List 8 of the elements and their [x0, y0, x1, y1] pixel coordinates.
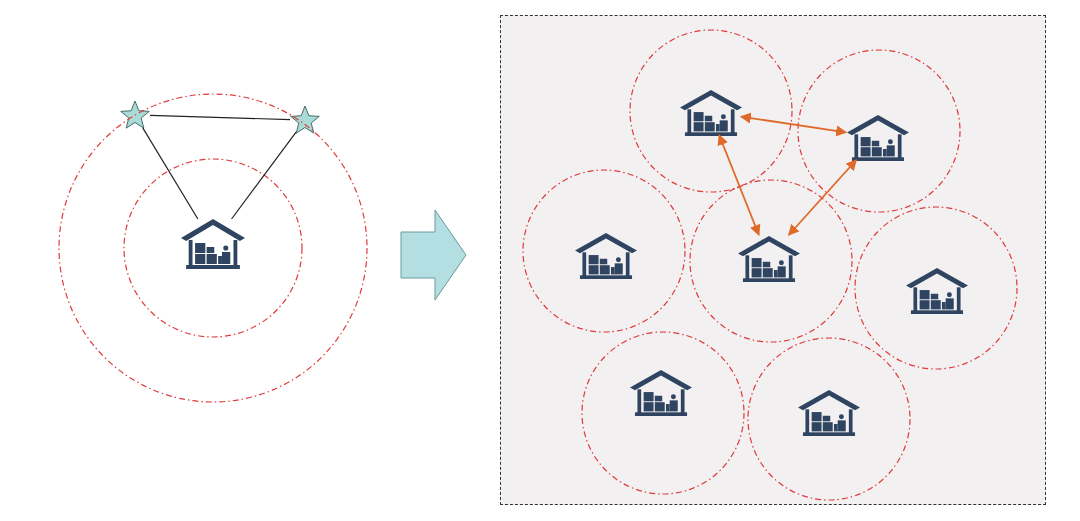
- connector-line: [149, 114, 291, 121]
- block-arrow: [400, 209, 467, 301]
- connector-line: [230, 131, 297, 220]
- region-panel: [500, 15, 1046, 505]
- double-arrow: [739, 112, 848, 137]
- double-arrow: [787, 159, 858, 236]
- double-arrow: [717, 134, 761, 236]
- connector-line: [142, 127, 199, 220]
